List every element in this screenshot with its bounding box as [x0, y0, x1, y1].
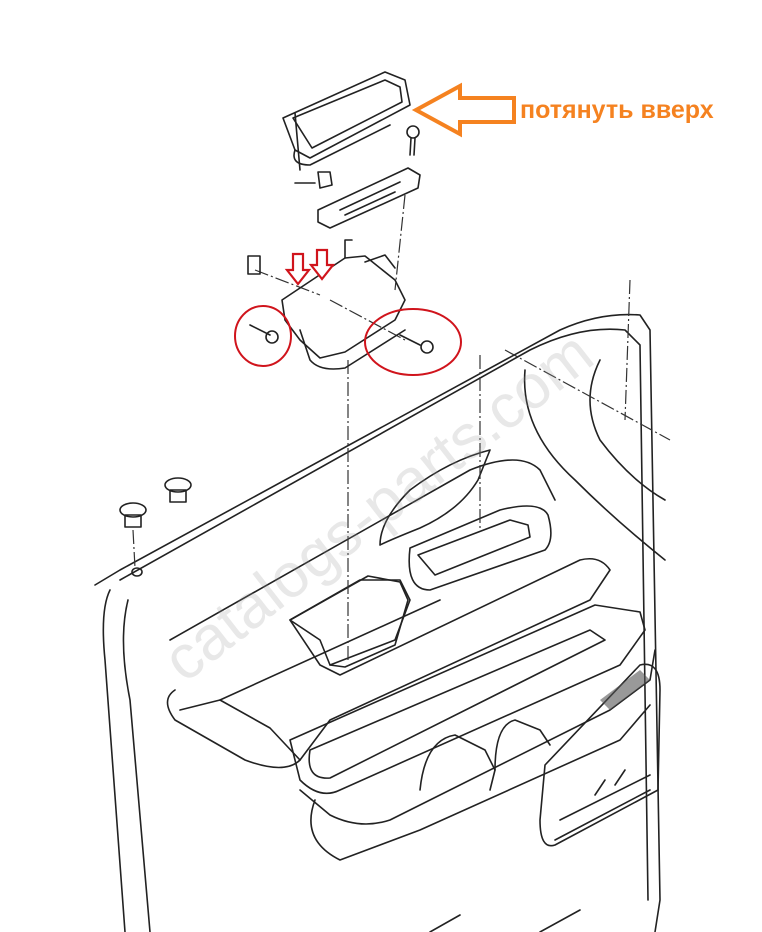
left-arrow-icon — [411, 82, 516, 138]
speaker-grille — [600, 670, 650, 710]
screw-left — [249, 324, 279, 344]
highlight-circle-right-screw — [364, 308, 462, 376]
small-clip — [294, 171, 333, 189]
screw-right — [399, 334, 434, 354]
down-arrow-icon — [308, 248, 336, 281]
highlight-circle-left-screw — [234, 305, 292, 367]
screw-top — [406, 125, 420, 156]
handle-tray — [282, 71, 411, 171]
leader-lines — [132, 194, 671, 660]
pull-up-annotation: потянуть вверх — [520, 96, 714, 124]
clips — [119, 477, 192, 577]
down-arrow-icon — [284, 252, 312, 286]
handle-bracket — [247, 239, 406, 370]
door-trim-panel — [94, 313, 666, 932]
switch-block — [317, 167, 421, 229]
